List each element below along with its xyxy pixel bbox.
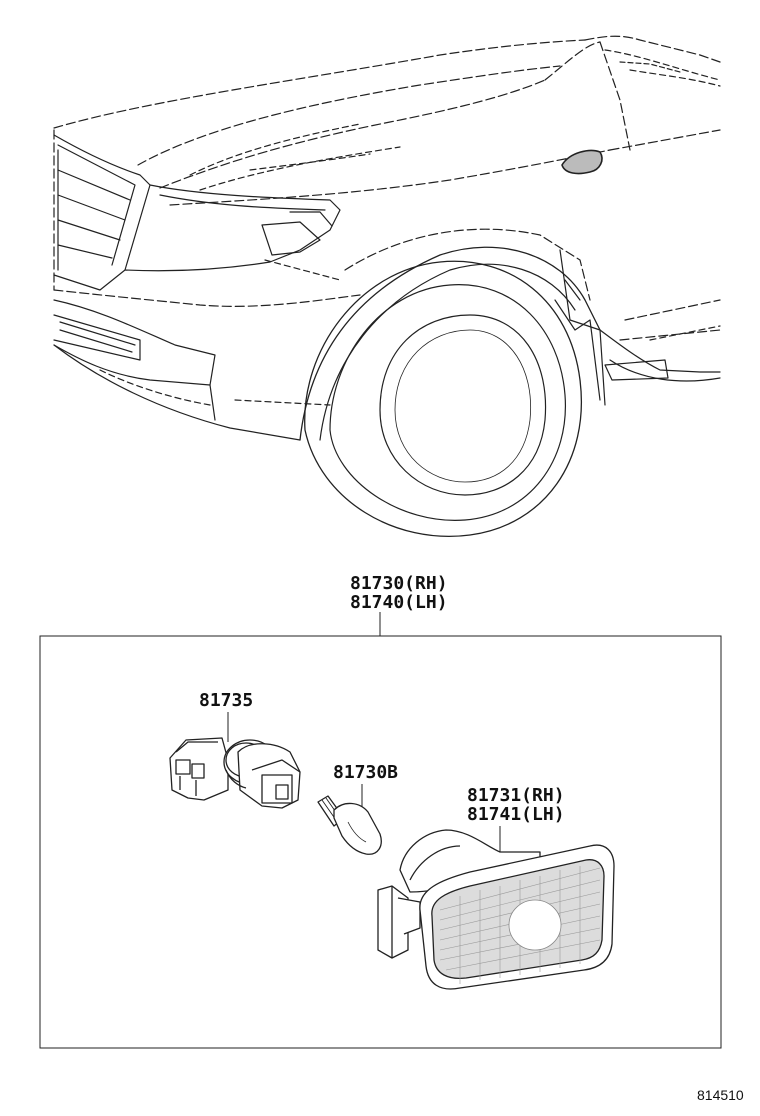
assembly-lh-label: 81740(LH) [350,592,448,613]
bulb-label: 81730B [333,762,398,783]
lens-rh-label: 81731(RH) [467,785,565,806]
reference-code: 814510 [697,1087,744,1103]
parts-box [40,636,721,1048]
lens-lh-label: 81741(LH) [467,804,565,825]
socket-part [170,738,300,808]
bulb-part [318,796,381,854]
lens-part [378,830,614,989]
assembly-rh-label: 81730(RH) [350,573,448,594]
socket-label: 81735 [199,690,253,711]
vehicle-front-illustration [54,36,720,536]
